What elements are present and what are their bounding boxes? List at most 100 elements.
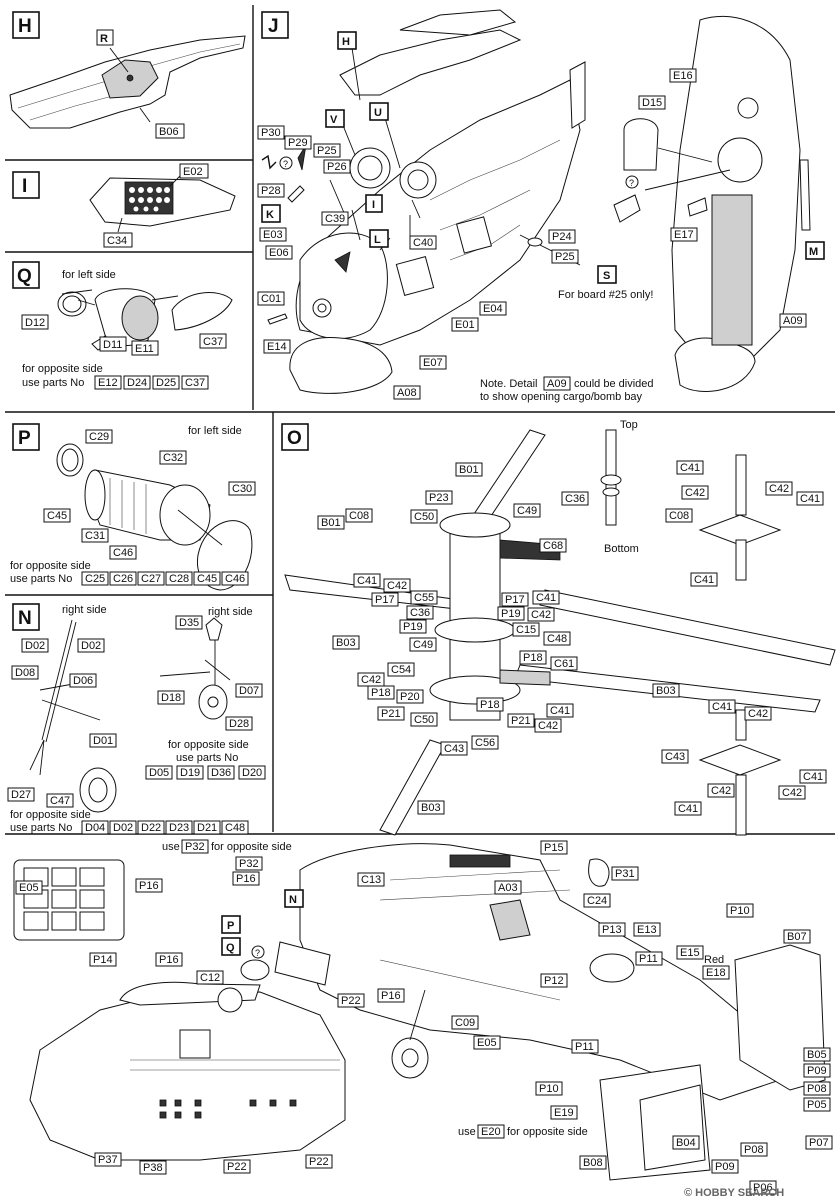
svg-text:?: ? <box>283 159 288 169</box>
svg-text:M: M <box>809 246 818 258</box>
svg-text:C46: C46 <box>225 573 245 585</box>
svg-text:D07: D07 <box>239 685 259 697</box>
part-c61-shape <box>499 669 551 686</box>
svg-text:C48: C48 <box>225 822 245 834</box>
svg-text:C27: C27 <box>141 573 161 585</box>
svg-text:P12: P12 <box>544 975 564 987</box>
svg-text:for opposite side: for opposite side <box>22 363 103 375</box>
svg-text:C34: C34 <box>107 235 127 247</box>
svg-text:D24: D24 <box>127 377 147 389</box>
part-a08-shape <box>289 336 393 394</box>
svg-text:C36: C36 <box>565 493 585 505</box>
svg-text:D01: D01 <box>93 735 113 747</box>
svg-text:C31: C31 <box>85 530 105 542</box>
nose-shape <box>299 232 388 340</box>
svg-text:P14: P14 <box>93 954 113 966</box>
svg-text:A08: A08 <box>397 387 417 399</box>
svg-text:A03: A03 <box>498 882 518 894</box>
svg-text:K: K <box>266 209 274 221</box>
n-opposite-parts-left: D04 D02 D22 D23 D21 C48 <box>81 820 249 835</box>
svg-text:P18: P18 <box>371 687 391 699</box>
svg-text:C41: C41 <box>680 462 700 474</box>
svg-text:D04: D04 <box>85 822 105 834</box>
svg-text:C41: C41 <box>550 705 570 717</box>
step-n: N right side right side D02 D02 D08 D06 … <box>7 603 266 835</box>
j-right-labels: D15 E16 E17 A09 S M <box>597 68 825 328</box>
n-labels: D02 D02 D08 D06 D01 D27 C47 D35 D18 D07 … <box>7 615 263 808</box>
svg-text:D23: D23 <box>169 822 189 834</box>
main-gear-drawing <box>29 619 101 776</box>
svg-text:P20: P20 <box>400 691 420 703</box>
svg-text:C08: C08 <box>669 510 689 522</box>
svg-text:C50: C50 <box>414 511 434 523</box>
svg-text:D02: D02 <box>113 822 133 834</box>
svg-text:C43: C43 <box>665 751 685 763</box>
hub-exploded-bottom <box>698 709 782 836</box>
svg-text:E11: E11 <box>135 343 154 355</box>
part-p24-shape <box>527 237 543 247</box>
svg-text:P21: P21 <box>381 708 401 720</box>
svg-text:C49: C49 <box>517 505 537 517</box>
svg-text:P11: P11 <box>639 953 658 965</box>
svg-text:Bottom: Bottom <box>604 543 639 555</box>
svg-text:P06: P06 <box>753 1182 773 1194</box>
svg-text:V: V <box>330 114 338 126</box>
svg-text:for opposite side: for opposite side <box>10 809 91 821</box>
svg-text:C40: C40 <box>413 237 433 249</box>
svg-text:Red: Red <box>704 954 724 966</box>
svg-text:E18: E18 <box>706 967 726 979</box>
svg-text:P08: P08 <box>807 1083 827 1095</box>
svg-text:P19: P19 <box>403 621 423 633</box>
n-opposite-parts-right: D05 D19 D36 D20 <box>145 765 266 780</box>
part-a09-shape <box>711 194 753 346</box>
final-assembly: ? use P32 for opposite side E05 P16 P32 … <box>13 839 833 1199</box>
step-h: H R B06 <box>9 11 246 139</box>
svg-text:E12: E12 <box>98 377 118 389</box>
part-p29-shape <box>297 144 307 171</box>
step-n-letter: N <box>18 608 32 629</box>
svg-text:C29: C29 <box>89 431 109 443</box>
fuselage-side-left <box>29 991 346 1161</box>
svg-text:R: R <box>100 33 108 45</box>
svg-text:C43: C43 <box>444 743 464 755</box>
svg-text:C32: C32 <box>163 452 183 464</box>
svg-text:C41: C41 <box>357 575 377 587</box>
svg-text:D02: D02 <box>81 640 101 652</box>
hub-exploded-top <box>698 454 782 581</box>
svg-text:E02: E02 <box>183 166 203 178</box>
label-r <box>96 29 114 46</box>
svg-text:E07: E07 <box>423 357 443 369</box>
step-h-badge <box>12 11 40 39</box>
part-b07-shape <box>734 944 826 1091</box>
svg-text:for opposite side: for opposite side <box>10 560 91 572</box>
svg-text:P05: P05 <box>807 1099 827 1111</box>
svg-text:B07: B07 <box>787 931 807 943</box>
step-q-badge <box>12 261 40 289</box>
svg-text:P17: P17 <box>505 594 525 606</box>
svg-text:P10: P10 <box>730 905 750 917</box>
svg-text:N: N <box>289 894 297 906</box>
step-i: I E02 C34 <box>12 163 236 248</box>
svg-text:C28: C28 <box>169 573 189 585</box>
svg-text:use parts No: use parts No <box>22 377 84 389</box>
svg-text:?: ? <box>629 178 634 188</box>
step-p-letter: P <box>18 428 31 449</box>
svg-text:C08: C08 <box>349 510 369 522</box>
step-q-letter: Q <box>17 266 32 287</box>
svg-text:C26: C26 <box>113 573 133 585</box>
svg-text:C54: C54 <box>391 664 411 676</box>
svg-text:E14: E14 <box>267 341 287 353</box>
svg-text:P16: P16 <box>236 873 256 885</box>
label-d12 <box>21 314 49 330</box>
svg-text:P18: P18 <box>480 699 500 711</box>
svg-text:C25: C25 <box>85 573 105 585</box>
svg-text:P22: P22 <box>227 1161 247 1173</box>
svg-text:C42: C42 <box>748 708 768 720</box>
svg-text:P19: P19 <box>501 608 521 620</box>
part-b04-shape <box>639 1084 706 1171</box>
svg-text:P09: P09 <box>715 1161 735 1173</box>
svg-text:P32: P32 <box>239 858 259 870</box>
svg-text:P32: P32 <box>185 841 205 853</box>
svg-text:For board #25 only!: For board #25 only! <box>558 289 653 301</box>
